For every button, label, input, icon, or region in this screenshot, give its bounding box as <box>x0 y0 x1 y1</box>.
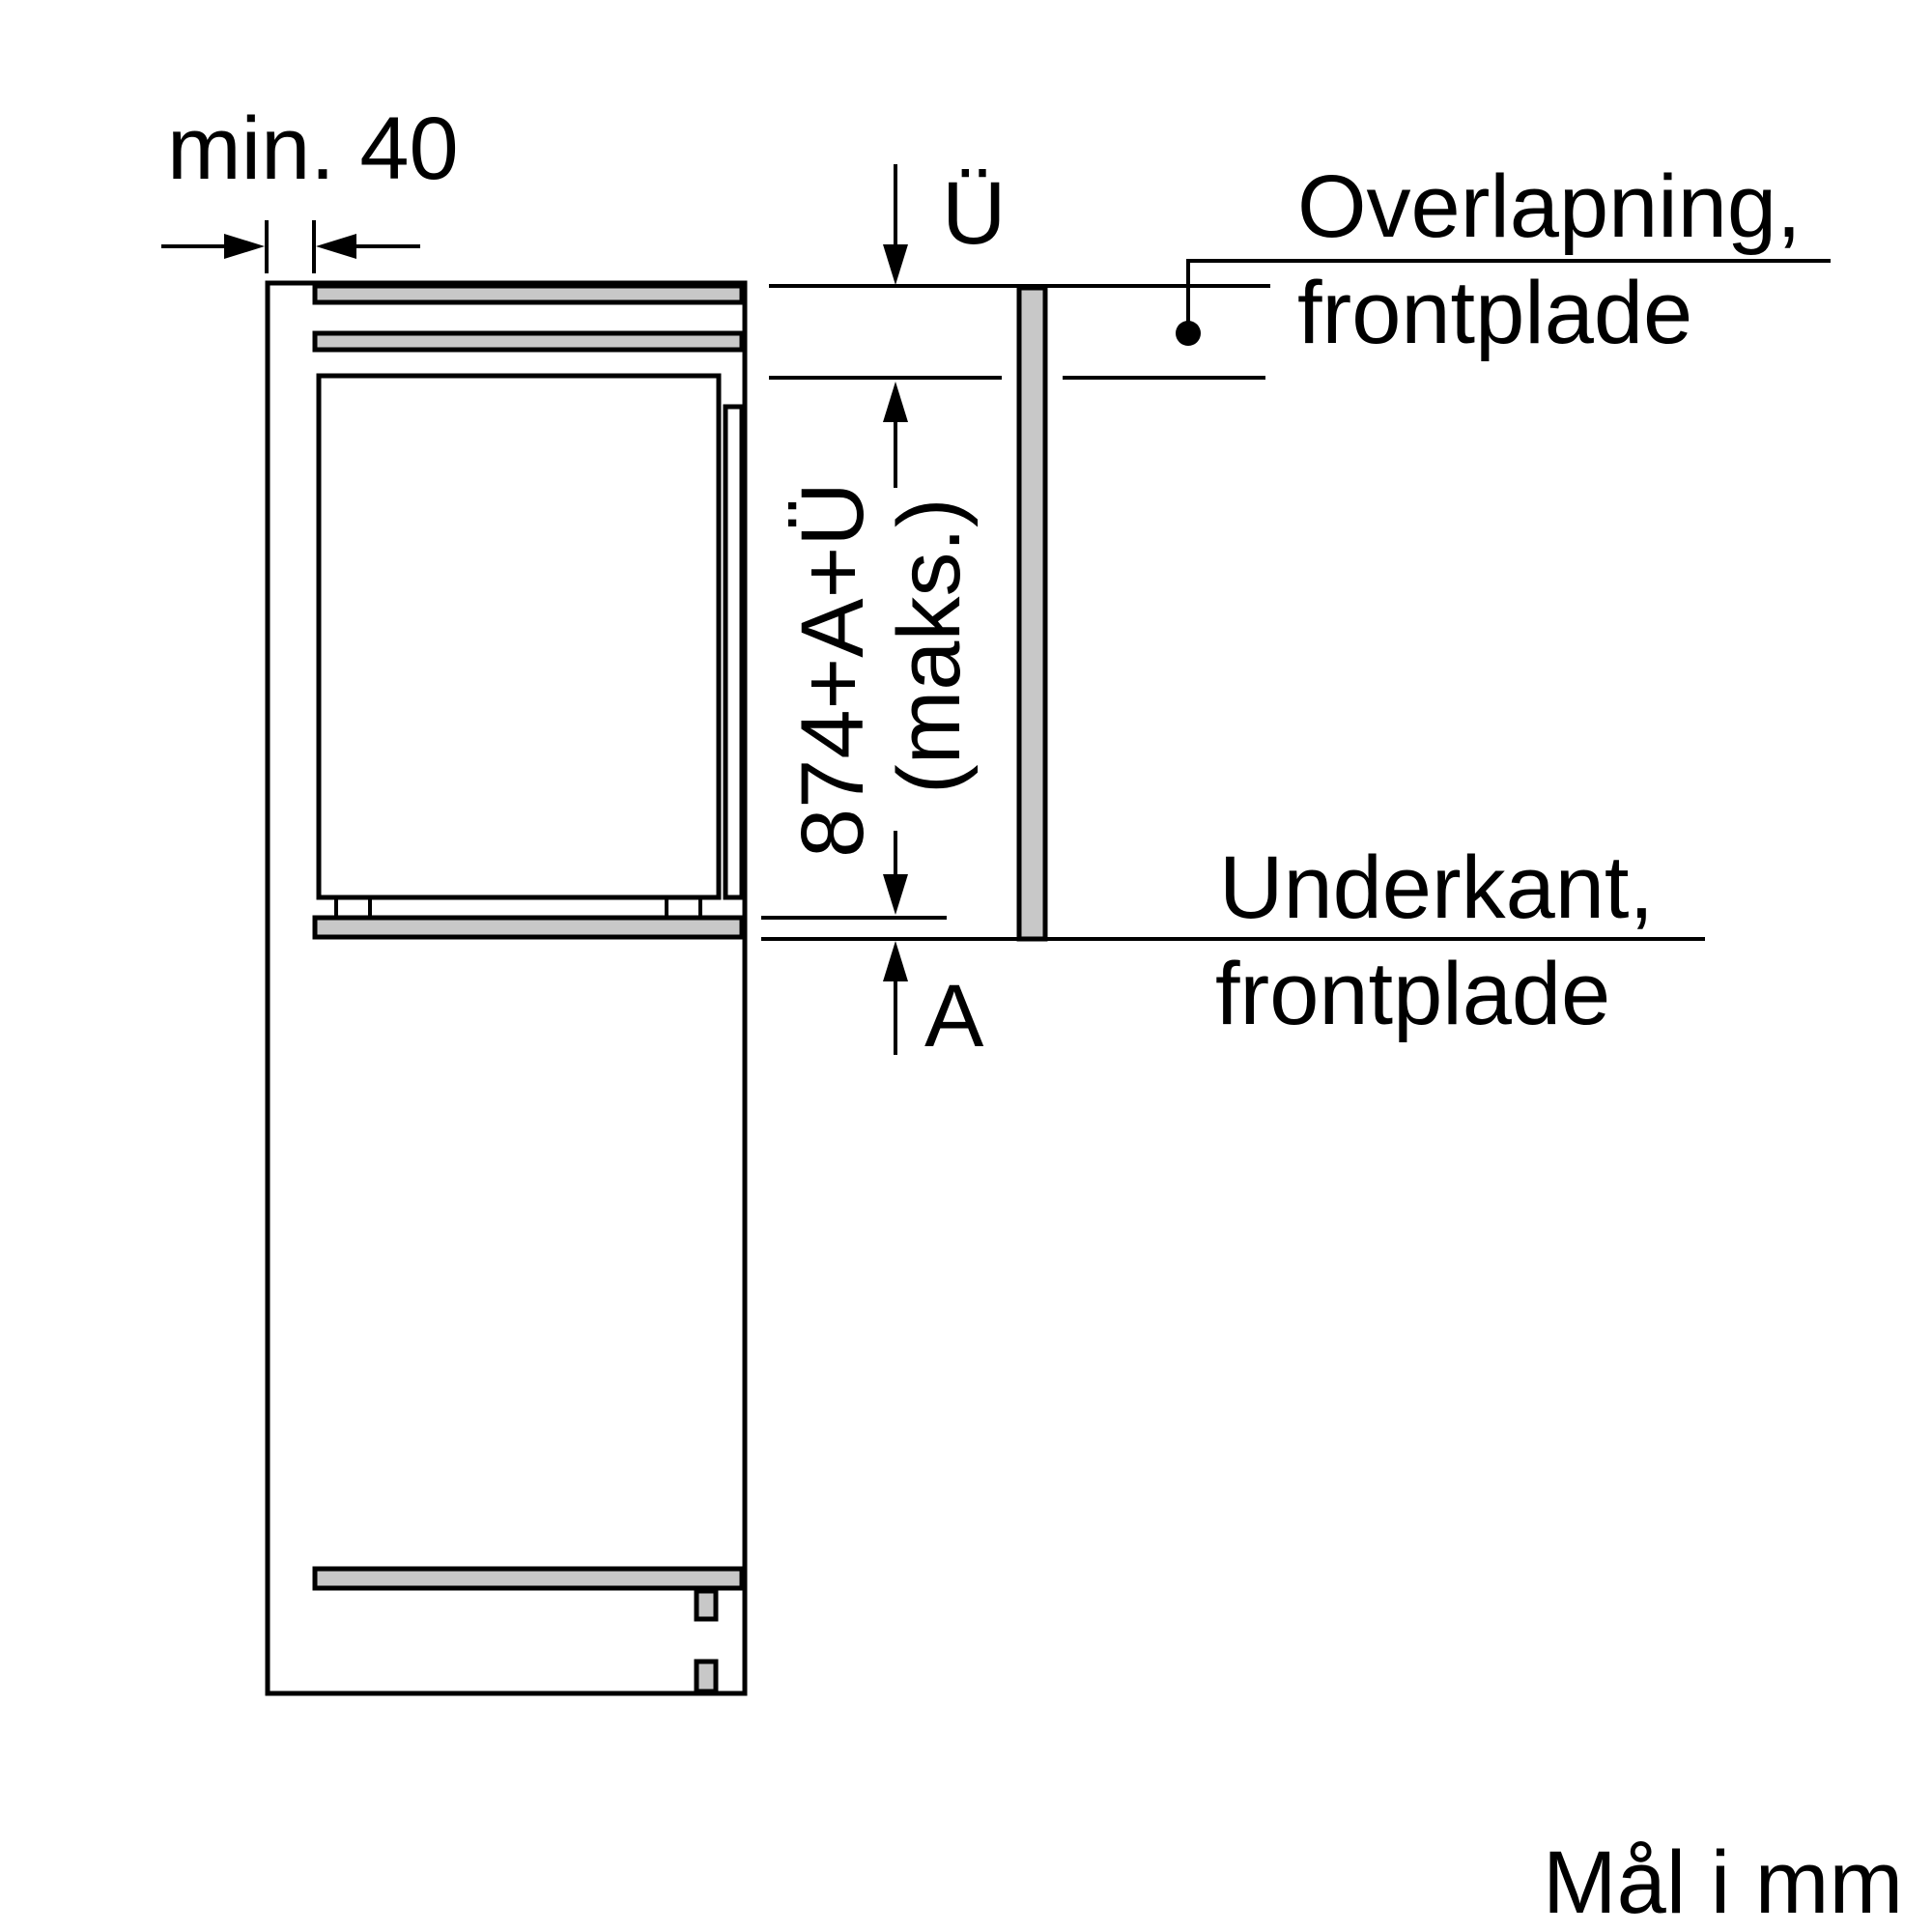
overlap-leader <box>1186 259 1831 333</box>
bottom-edge-label-line2: frontplade <box>1215 945 1610 1043</box>
overlap-label-line1: Overlapning, <box>1297 157 1802 256</box>
bottom-edge-label-line1: Underkant, <box>1219 838 1654 937</box>
overlap-arrow-head <box>883 244 908 285</box>
top-panel-2 <box>312 330 745 353</box>
offset-symbol-label: A <box>924 967 984 1065</box>
height-formula-label: 874+A+Ü <box>783 482 882 858</box>
height-arrow-top-head <box>883 382 908 422</box>
overlap-symbol-label: Ü <box>942 164 1006 263</box>
front-panel <box>1016 285 1048 942</box>
offset-arrow-head <box>883 941 908 981</box>
lower-panel <box>312 1566 745 1591</box>
foot-upper <box>694 1588 719 1622</box>
appliance-body <box>316 373 722 900</box>
height-qualifier-label: (maks.) <box>880 497 979 794</box>
min-dim-arrow-left-head <box>224 234 265 259</box>
foot-lower <box>694 1659 719 1694</box>
units-note: Mål i mm <box>1543 1833 1903 1932</box>
top-panel-1 <box>312 283 745 305</box>
overlap-label-line2: frontplade <box>1297 264 1692 362</box>
middle-panel <box>312 915 745 940</box>
cabinet-outline <box>265 280 748 1696</box>
min-dim-arrow-right-head <box>316 234 356 259</box>
min-distance-label: min. 40 <box>167 99 459 198</box>
appliance-door-edge <box>723 404 745 900</box>
height-arrow-bottom-head <box>883 874 908 915</box>
overlap-leader-dot <box>1176 321 1201 346</box>
